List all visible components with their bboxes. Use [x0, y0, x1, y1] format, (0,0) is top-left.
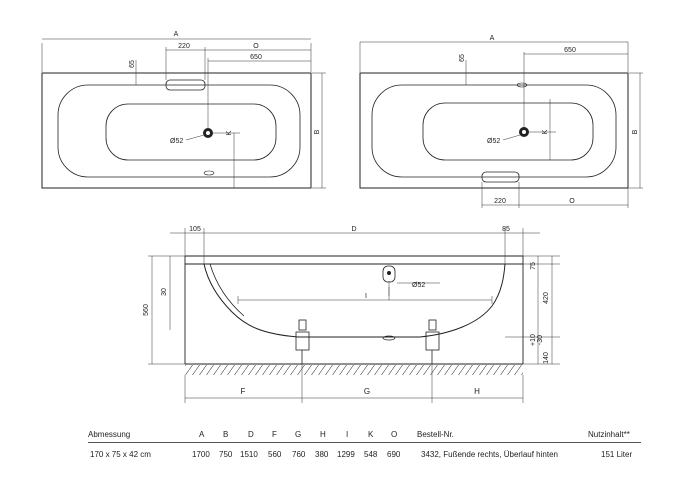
foot-right: [425, 319, 440, 364]
tub-rim-right: [371, 84, 617, 178]
header-a: A: [199, 430, 205, 439]
table-rule: [88, 442, 641, 443]
dim-label-30: 30: [161, 288, 168, 296]
header-h: H: [320, 430, 326, 439]
header-o: O: [391, 430, 398, 439]
header-k: K: [368, 430, 374, 439]
dim-label-phi52-left: Ø52: [170, 138, 183, 145]
dim-label-85: 85: [502, 226, 510, 233]
cell-f: 560: [268, 450, 282, 459]
dim-label-B-right: B: [632, 129, 639, 134]
dim-label-75: 75: [530, 262, 537, 270]
cell-o: 690: [387, 450, 401, 459]
dim-label-I: I: [365, 293, 367, 300]
dim-label-phi52-side: Ø52: [412, 282, 425, 289]
dim-label-65-right: 65: [459, 54, 466, 62]
cell-a: 1700: [192, 450, 210, 459]
dim-label-O-right: O: [569, 198, 575, 205]
cell-i: 1299: [337, 450, 355, 459]
header-g: G: [295, 430, 302, 439]
header-abmessung: Abmessung: [88, 430, 131, 439]
dim-label-O-left: O: [253, 43, 259, 50]
overflow-right: [516, 82, 528, 88]
dim-label-140: 140: [543, 352, 550, 364]
side-elevation-view: 105 D 85 I Ø52 560 30 75 420 +10 -30 140: [143, 226, 560, 403]
dim-label-650-left: 650: [250, 54, 262, 61]
tub-rim-left: [57, 84, 301, 178]
cell-h: 380: [315, 450, 329, 459]
grip-right: [481, 171, 520, 183]
dim-label-A-right: A: [490, 35, 495, 42]
header-i: I: [346, 430, 349, 439]
dim-label-220-left: 220: [178, 43, 190, 50]
cell-bestell-nr: 3432, Fußende rechts, Überlauf hinten: [421, 450, 558, 459]
dim-label-560: 560: [143, 304, 150, 316]
dim-label-D: D: [351, 226, 356, 233]
dim-label-F: F: [241, 387, 246, 396]
dim-label-650-right: 650: [564, 47, 576, 54]
cell-b: 750: [219, 450, 233, 459]
dim-label-105: 105: [189, 226, 201, 233]
tub-basin-left: [105, 103, 277, 161]
header-b: B: [223, 430, 229, 439]
dim-label-G: G: [364, 387, 370, 396]
dim-label-B-left: B: [314, 129, 321, 134]
dim-label-K-left: K: [226, 130, 233, 135]
tub-outline-left: [41, 72, 312, 189]
grip-left: [165, 79, 206, 91]
tub-basin-right: [422, 102, 594, 161]
overflow-left: [203, 170, 215, 176]
tub-profile: [203, 263, 506, 338]
foot-left: [295, 319, 310, 364]
dim-label-plus10: +10: [530, 334, 537, 346]
header-nutzinhalt: Nutzinhalt**: [588, 430, 630, 439]
plan-view-right: A 650 65 B K Ø52 220 O: [359, 35, 643, 208]
cell-d: 1510: [240, 450, 258, 459]
cell-k: 548: [364, 450, 378, 459]
header-bestell-nr: Bestell-Nr.: [417, 430, 454, 439]
dim-label-220-right: 220: [494, 198, 506, 205]
dim-label-420: 420: [543, 292, 550, 304]
dim-label-65-left: 65: [129, 60, 136, 68]
floor-hatch: [185, 365, 523, 375]
dim-label-minus30: -30: [537, 335, 544, 345]
tub-outline-right: [359, 72, 629, 189]
cell-g: 760: [292, 450, 306, 459]
header-d: D: [248, 430, 254, 439]
plan-view-left: A 220 O 650 65 B K Ø52: [41, 31, 326, 189]
header-f: F: [272, 430, 277, 439]
dim-label-A-left: A: [174, 31, 179, 38]
dim-label-H: H: [474, 387, 480, 396]
technical-drawing: A 220 O 650 65 B K Ø52: [41, 31, 643, 403]
dim-label-phi52-right: Ø52: [487, 138, 500, 145]
dim-label-K-right: K: [542, 129, 549, 134]
cell-nutzinhalt: 151 Liter: [601, 450, 633, 459]
cell-abmessung: 170 x 75 x 42 cm: [90, 450, 151, 459]
